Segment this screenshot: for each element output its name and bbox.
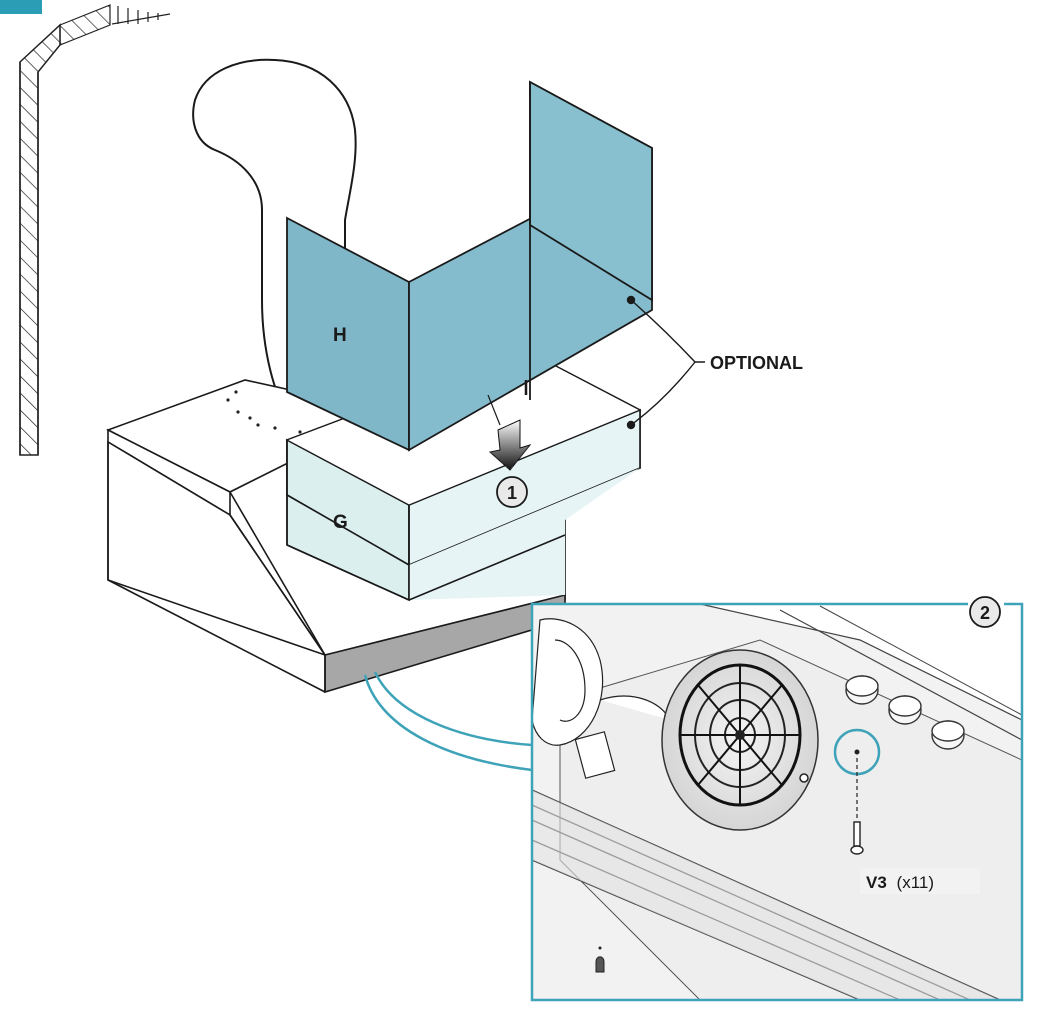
screw-quantity: (x11) — [897, 873, 934, 892]
wall — [19, 4, 171, 456]
detail-frame — [530, 602, 1024, 1002]
step-2-number: 2 — [980, 603, 990, 623]
chimney-panel-h — [286, 80, 653, 452]
panel-h-label: H — [333, 325, 347, 346]
step-1-number: 1 — [507, 483, 517, 503]
panel-g-label: G — [333, 512, 348, 533]
step-1-marker: 1 — [496, 476, 528, 508]
screw-hole-highlight — [833, 728, 881, 820]
detail-connector — [363, 671, 533, 772]
screw-v3-icon — [850, 821, 864, 855]
step-2-marker: 2 — [969, 596, 1001, 628]
control-knobs — [845, 675, 965, 750]
optional-leaders — [626, 295, 705, 430]
detail-view: 2 V3 (x11) — [530, 596, 1024, 1002]
insert-arrow — [487, 394, 532, 471]
fan-grille — [661, 649, 819, 831]
screw-code: V3 — [866, 873, 887, 892]
optional-label: OPTIONAL — [710, 353, 803, 373]
step-tab — [0, 0, 42, 14]
screw-caption: V3 (x11) — [866, 873, 934, 892]
small-screw-icon — [595, 946, 605, 973]
